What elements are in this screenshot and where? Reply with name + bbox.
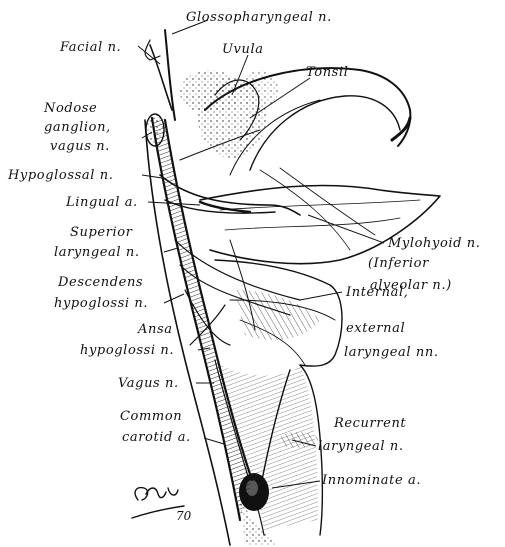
label-uvula: Uvula [222, 42, 264, 57]
label-mylohyoid-2: (Inferior [368, 256, 429, 271]
label-lingual: Lingual a. [65, 195, 138, 210]
label-ansa-1: Ansa [137, 322, 173, 337]
label-ansa-2: hypoglossi n. [80, 343, 174, 358]
signature-year: 70 [176, 509, 192, 523]
label-internal-3: laryngeal nn. [344, 345, 439, 360]
label-common-2: carotid a. [122, 430, 191, 445]
label-nodose-1: Nodose [43, 101, 97, 116]
label-superior-1: Superior [70, 225, 133, 240]
label-vagus: Vagus n. [118, 376, 179, 391]
label-hypoglossal: Hypoglossal n. [7, 168, 113, 183]
label-glossopharyngeal: Glossopharyngeal n. [186, 10, 332, 25]
label-superior-2: laryngeal n. [54, 245, 140, 260]
label-recurrent-1: Recurrent [333, 416, 406, 431]
label-internal-1: Internal, [345, 285, 408, 300]
label-innominate: Innominate a. [321, 473, 421, 488]
label-tonsil: Tonsil [306, 65, 348, 80]
label-mylohyoid-1: Mylohyoid n. [387, 236, 481, 251]
label-internal-2: external [346, 321, 405, 336]
label-nodose-2: ganglion, [44, 120, 111, 135]
label-common-1: Common [120, 409, 182, 424]
label-facial: Facial n. [59, 40, 121, 55]
label-descendens-2: hypoglossi n. [54, 296, 148, 311]
nodose-ganglion [146, 114, 164, 146]
artist-signature: 70 [132, 488, 192, 523]
label-recurrent-2: laryngeal n. [318, 439, 404, 454]
label-nodose-3: vagus n. [50, 139, 110, 154]
label-descendens-1: Descendens [57, 275, 143, 290]
